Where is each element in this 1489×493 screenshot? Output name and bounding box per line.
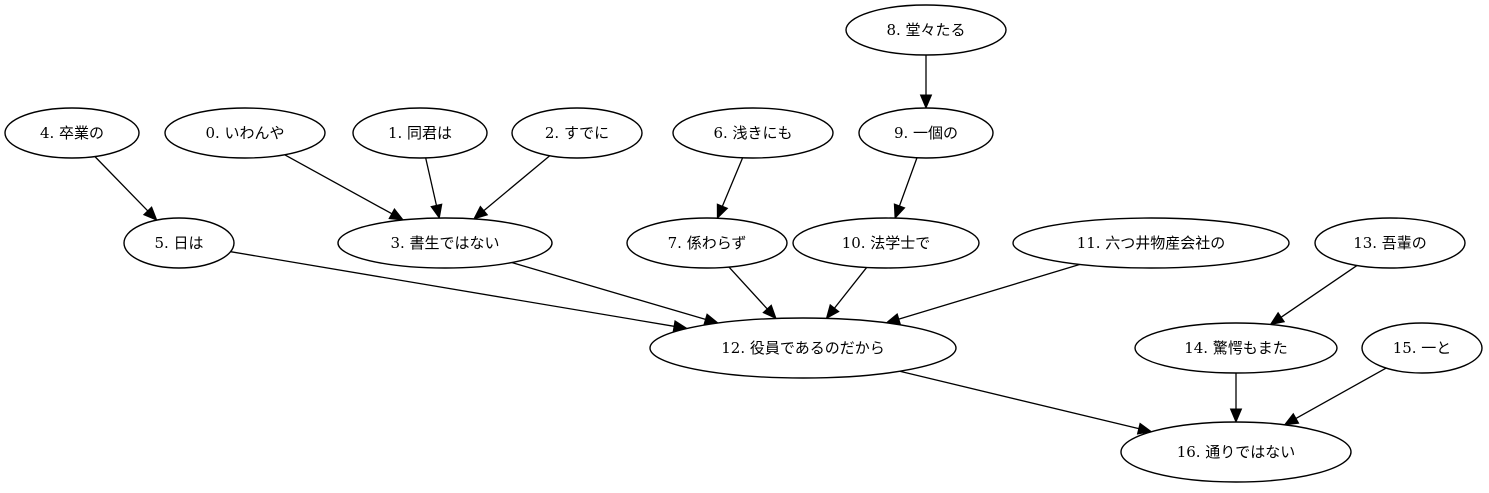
arrowhead-icon bbox=[893, 203, 906, 220]
edge-9-to-10 bbox=[893, 157, 918, 220]
arrowhead-icon bbox=[919, 94, 933, 110]
node-4: 4. 卒業の bbox=[4, 107, 140, 159]
node-ellipse bbox=[858, 107, 994, 159]
edge-13-to-14 bbox=[1269, 264, 1358, 326]
node-11: 11. 六つ井物産会社の bbox=[1012, 217, 1290, 269]
node-label: 4. 卒業の bbox=[40, 124, 104, 142]
node-13: 13. 吾輩の bbox=[1314, 217, 1466, 269]
node-7: 7. 係わらず bbox=[626, 217, 788, 269]
node-label: 16. 通りではない bbox=[1177, 443, 1296, 461]
node-16: 16. 通りではない bbox=[1120, 421, 1352, 483]
edge-line bbox=[728, 266, 768, 310]
edge-3-to-12 bbox=[511, 261, 720, 326]
arrowhead-icon bbox=[430, 203, 443, 220]
edge-line bbox=[284, 154, 393, 215]
edge-line bbox=[899, 370, 1139, 430]
arrowhead-icon bbox=[825, 303, 840, 320]
node-ellipse bbox=[511, 107, 643, 159]
edge-8-to-9 bbox=[919, 55, 933, 110]
arrowhead-icon bbox=[762, 304, 777, 320]
arrowhead-icon bbox=[1269, 311, 1286, 326]
node-label: 11. 六つ井物産会社の bbox=[1077, 234, 1226, 252]
node-ellipse bbox=[4, 107, 140, 159]
edge-7-to-12 bbox=[728, 266, 777, 320]
node-label: 0. いわんや bbox=[205, 124, 284, 142]
node-8: 8. 堂々たる bbox=[845, 4, 1007, 56]
edge-line bbox=[483, 155, 551, 212]
arrowhead-icon bbox=[388, 208, 405, 221]
node-1: 1. 同君は bbox=[352, 107, 488, 159]
node-ellipse bbox=[1134, 322, 1338, 374]
node-ellipse bbox=[792, 217, 980, 269]
node-label: 13. 吾輩の bbox=[1353, 234, 1427, 252]
node-label: 15. 一と bbox=[1393, 339, 1452, 357]
edge-line bbox=[898, 263, 1081, 320]
node-label: 12. 役員であるのだから bbox=[721, 339, 884, 357]
edge-line bbox=[898, 157, 918, 207]
node-ellipse bbox=[672, 107, 834, 159]
edge-14-to-16 bbox=[1229, 373, 1243, 424]
edge-11-to-12 bbox=[885, 263, 1081, 325]
node-6: 6. 浅きにも bbox=[672, 107, 834, 159]
edge-10-to-12 bbox=[825, 267, 868, 320]
node-0: 0. いわんや bbox=[164, 107, 326, 159]
node-3: 3. 書生ではない bbox=[337, 217, 553, 269]
edge-6-to-7 bbox=[716, 157, 744, 220]
nodes-layer: 0. いわんや 1. 同君は 2. すでに 3. 書生ではない 4. 卒業の 5. 日は 6… bbox=[4, 4, 1483, 483]
node-10: 10. 法学士で bbox=[792, 217, 980, 269]
node-label: 14. 驚愕もまた bbox=[1184, 339, 1288, 357]
arrowhead-icon bbox=[142, 206, 158, 222]
edge-line bbox=[511, 261, 706, 321]
node-ellipse bbox=[164, 107, 326, 159]
node-2: 2. すでに bbox=[511, 107, 643, 159]
node-ellipse bbox=[1361, 322, 1483, 374]
node-14: 14. 驚愕もまた bbox=[1134, 322, 1338, 374]
node-5: 5. 日は bbox=[123, 217, 235, 269]
node-ellipse bbox=[626, 217, 788, 269]
node-ellipse bbox=[1012, 217, 1290, 269]
edge-line bbox=[230, 251, 675, 327]
node-label: 7. 係わらず bbox=[668, 234, 747, 252]
edge-line bbox=[425, 157, 438, 206]
arrowhead-icon bbox=[472, 205, 489, 220]
node-label: 10. 法学士で bbox=[842, 234, 931, 252]
arrowhead-icon bbox=[1136, 422, 1153, 435]
node-label: 2. すでに bbox=[545, 124, 609, 142]
edge-15-to-16 bbox=[1283, 367, 1387, 426]
node-9: 9. 一個の bbox=[858, 107, 994, 159]
node-12: 12. 役員であるのだから bbox=[649, 317, 957, 379]
node-label: 8. 堂々たる bbox=[886, 21, 965, 39]
node-15: 15. 一と bbox=[1361, 322, 1483, 374]
edge-4-to-5 bbox=[94, 156, 158, 222]
node-label: 1. 同君は bbox=[388, 124, 452, 142]
edge-2-to-3 bbox=[472, 155, 551, 220]
edge-line bbox=[1280, 264, 1358, 318]
node-ellipse bbox=[845, 4, 1007, 56]
node-ellipse bbox=[1120, 421, 1352, 483]
edge-line bbox=[94, 156, 149, 212]
edge-line bbox=[721, 157, 744, 207]
edge-line bbox=[1295, 367, 1387, 420]
node-label: 5. 日は bbox=[154, 234, 203, 252]
edge-0-to-3 bbox=[284, 154, 405, 221]
arrowhead-icon bbox=[716, 203, 729, 220]
arrowhead-icon bbox=[1229, 408, 1243, 424]
arrowhead-icon bbox=[1283, 412, 1300, 426]
node-label: 3. 書生ではない bbox=[390, 234, 499, 252]
edge-12-to-16 bbox=[899, 370, 1153, 435]
edges-layer bbox=[94, 55, 1387, 435]
node-ellipse bbox=[337, 217, 553, 269]
node-ellipse bbox=[1314, 217, 1466, 269]
node-ellipse bbox=[123, 217, 235, 269]
node-ellipse bbox=[649, 317, 957, 379]
edge-1-to-3 bbox=[425, 157, 443, 220]
node-ellipse bbox=[352, 107, 488, 159]
node-label: 6. 浅きにも bbox=[713, 124, 792, 142]
node-label: 9. 一個の bbox=[894, 124, 958, 142]
edge-line bbox=[833, 267, 868, 309]
